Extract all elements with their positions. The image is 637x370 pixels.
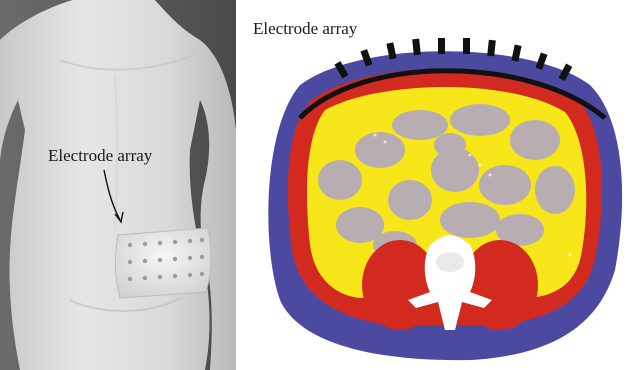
electrode-array-label: Electrode array — [253, 19, 357, 39]
human-torso-model — [0, 0, 236, 370]
torso-model-panel: Electrode array — [0, 0, 236, 370]
electrode-pad — [115, 228, 211, 298]
electrode-array-label: Electrode array — [48, 146, 152, 166]
abdomen-cross-section — [236, 0, 637, 370]
cross-section-panel: Electrode array — [236, 0, 637, 370]
